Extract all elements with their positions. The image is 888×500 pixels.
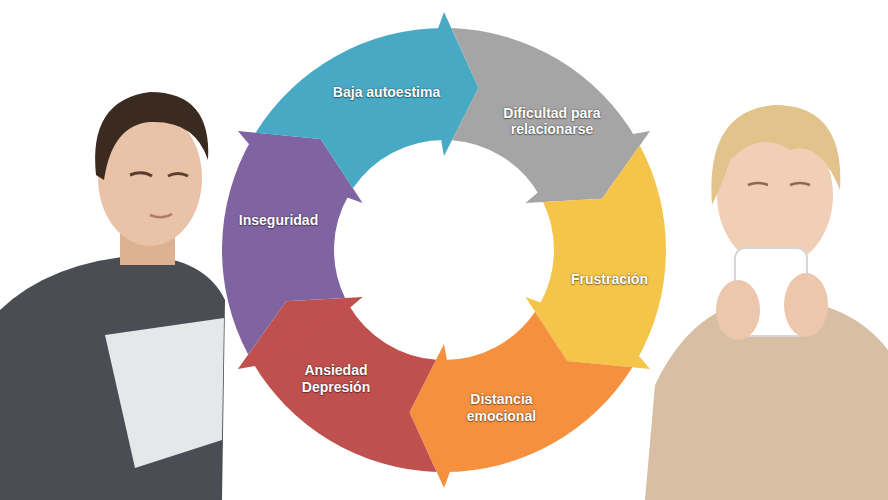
segment-fill	[539, 145, 666, 361]
segment-fill	[222, 139, 349, 355]
segment-label: Distancia emocional	[459, 391, 543, 425]
segment-shape	[539, 139, 666, 361]
segment-label: Dificultad para relacionarse	[487, 105, 617, 139]
segment-fill	[252, 305, 437, 472]
segment-label: Frustración	[571, 271, 648, 288]
segment-shape	[222, 138, 349, 361]
cycle-segment: Inseguridad	[222, 138, 349, 361]
segment-shape	[444, 305, 637, 472]
segment-fill	[451, 28, 636, 195]
cycle-segment: Ansiedad Depresión	[251, 305, 444, 472]
man-figure	[0, 92, 225, 500]
cycle-segment: Dificultad para relacionarse	[444, 28, 637, 195]
cycle-segment: Distancia emocional	[444, 305, 637, 472]
segment-label: Baja autoestima	[333, 84, 440, 101]
cycle-segment: Frustración	[539, 139, 666, 361]
segment-label: Ansiedad Depresión	[294, 362, 378, 396]
segment-label: Inseguridad	[239, 212, 318, 229]
woman-figure	[645, 105, 888, 500]
segment-fill	[444, 312, 632, 472]
